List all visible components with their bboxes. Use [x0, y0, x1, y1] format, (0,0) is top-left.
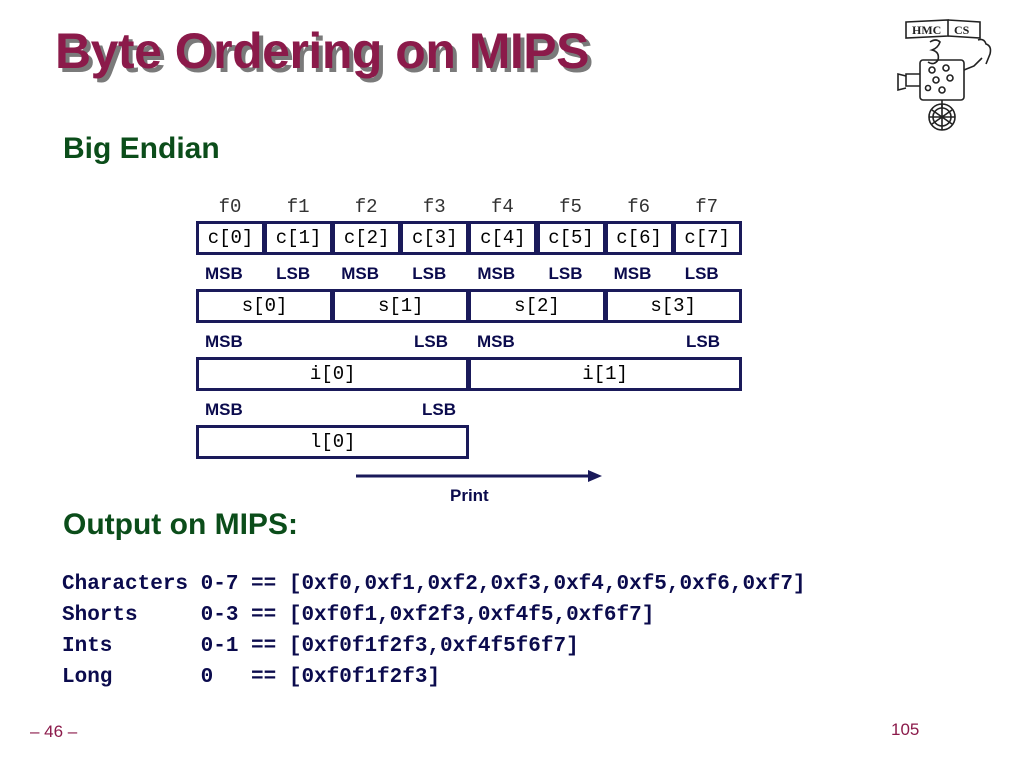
short-cell: s[1] — [332, 289, 470, 323]
slide-number-footer: 105 — [891, 720, 920, 739]
char-cell: c[5] — [536, 221, 606, 255]
int-cell: i[0] — [196, 357, 470, 391]
address-label: f7 — [695, 196, 719, 218]
short-cell: s[3] — [604, 289, 742, 323]
print-direction-arrow-icon — [356, 470, 602, 482]
char-byte-label: MSB — [341, 264, 379, 283]
long-byte-label: MSB — [205, 400, 243, 419]
logo-text-cs: CS — [954, 23, 970, 37]
print-arrow-label: Print — [450, 486, 489, 505]
char-byte-label: MSB — [613, 264, 652, 283]
char-cell: c[2] — [332, 221, 402, 255]
output-line-characters: Characters 0-7 == [0xf0,0xf1,0xf2,0xf3,0… — [62, 573, 806, 596]
output-line-shorts: Shorts 0-3 == [0xf0f1,0xf2f3,0xf4f5,0xf6… — [62, 604, 655, 627]
hmc-cs-logo-icon: HMC CS — [897, 19, 992, 131]
char-byte-label: MSB — [205, 264, 243, 283]
short-cell: s[2] — [468, 289, 606, 323]
page-number-footer: – 46 – — [30, 722, 78, 741]
address-label: f1 — [286, 196, 310, 218]
address-label: f0 — [218, 196, 242, 218]
int-byte-label: LSB — [686, 332, 720, 351]
short-cell: s[0] — [196, 289, 334, 323]
char-cell: c[0] — [196, 221, 265, 255]
address-label: f5 — [559, 196, 582, 218]
char-cell: c[6] — [604, 221, 674, 255]
output-line-long: Long 0 == [0xf0f1f2f3] — [62, 666, 441, 689]
char-cell: c[1] — [264, 221, 334, 255]
char-byte-label: LSB — [548, 264, 583, 283]
char-byte-label: LSB — [412, 264, 447, 283]
char-cell: c[4] — [468, 221, 538, 255]
output-heading: Output on MIPS: — [63, 508, 298, 541]
char-cell: c[3] — [400, 221, 470, 255]
char-byte-label: LSB — [276, 264, 311, 283]
address-label: f3 — [422, 196, 446, 218]
address-label: f6 — [627, 196, 650, 218]
int-byte-label: MSB — [477, 332, 515, 351]
slide-title: Byte Ordering on MIPS — [55, 23, 590, 79]
address-label: f4 — [490, 196, 514, 218]
int-byte-label: MSB — [205, 332, 243, 351]
long-cell: l[0] — [196, 425, 470, 459]
int-byte-label: LSB — [414, 332, 448, 351]
logo-text-hmc: HMC — [912, 23, 941, 37]
long-byte-label: LSB — [422, 400, 456, 419]
int-cell: i[1] — [468, 357, 742, 391]
output-line-ints: Ints 0-1 == [0xf0f1f2f3,0xf4f5f6f7] — [62, 635, 579, 658]
char-byte-label: MSB — [477, 264, 516, 283]
address-label: f2 — [354, 196, 378, 218]
output-listing: Characters 0-7 == [0xf0,0xf1,0xf2,0xf3,0… — [62, 569, 806, 693]
char-byte-label: LSB — [684, 264, 719, 283]
big-endian-heading: Big Endian — [63, 132, 220, 165]
char-cell: c[7] — [672, 221, 742, 255]
